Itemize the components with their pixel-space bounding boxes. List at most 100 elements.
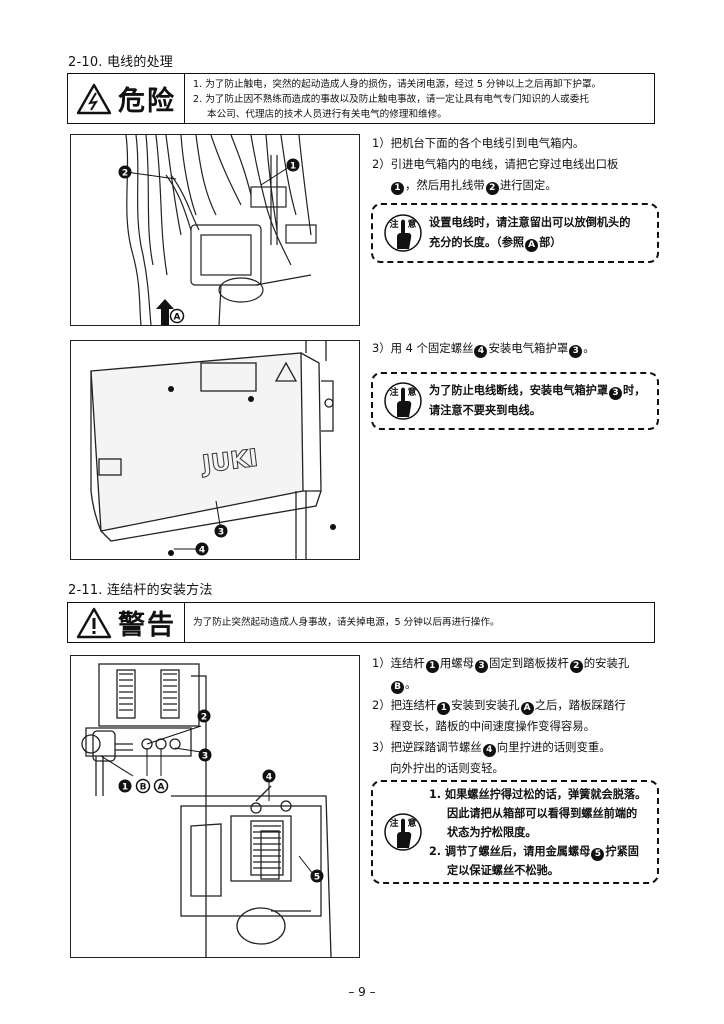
danger-label: 危险 [118, 86, 176, 117]
figure-connecting-rod: 2 3 1 B A 4 5 [70, 655, 360, 958]
step-2-text-b: ，然后用扎线带 [405, 178, 485, 192]
fig1-callout-2: 2 [122, 169, 128, 179]
marker-B: B [391, 681, 404, 694]
marker-1: 1 [391, 182, 404, 195]
s211-3a: 3）把逆踩踏调节螺丝 [372, 740, 482, 754]
caution-3-line-1: 1. 如果螺丝拧得过松的话，弹簧就会脱落。 [429, 787, 647, 801]
caution-3-text: 1. 如果螺丝拧得过松的话，弹簧就会脱落。 因此请把从箱部可以看得到螺丝前端的 … [429, 785, 646, 880]
marker-1: 1 [425, 660, 439, 673]
caution-1-line-2-a: 充分的长度。（参照 [429, 236, 525, 249]
svg-text:注: 注 [389, 218, 398, 230]
s211-1a: 1）连结杆 [372, 656, 425, 670]
step-2-text-c: 进行固定。 [499, 178, 557, 192]
danger-text: 1. 为了防止触电，突然的起动造成人身的损伤，请关闭电源，经过 5 分钟以上之后… [185, 74, 609, 123]
marker-4: 4 [474, 345, 488, 358]
fig2-callout-4: 4 [199, 546, 205, 556]
s211-1d: 的安装孔 [583, 656, 630, 670]
caution-2-line-1-b: 时， [623, 384, 646, 397]
marker-5: 5 [591, 847, 605, 861]
danger-label-block: 危险 [68, 74, 185, 123]
wiring-illustration: 2 1 A [118, 135, 317, 325]
caution-3-line-5: 定以保证螺丝不松驰。 [447, 863, 559, 877]
caution-hand-icon: 注 意 [384, 214, 422, 252]
caution-3-line-4-a: 2. 调节了螺丝后，请用金属螺母 [429, 844, 591, 858]
marker-3: 3 [475, 660, 488, 673]
fig3-callout-5: 5 [314, 873, 320, 883]
s211-2a: 2）把连结杆 [372, 698, 437, 712]
warning-label-block: 警告 [68, 603, 185, 642]
fig3-callout-2: 2 [201, 713, 207, 723]
marker-A: A [520, 702, 534, 715]
fig2-callout-3: 3 [218, 528, 224, 538]
marker-4: 4 [482, 744, 496, 757]
s211-1e: 。 [405, 677, 417, 691]
s211-1b: 用螺母 [439, 656, 474, 670]
warning-label: 警告 [118, 610, 176, 641]
marker-3: 3 [569, 345, 583, 358]
caution-2-line-2: 请注意不要夹到电线。 [429, 404, 541, 417]
svg-text:注: 注 [389, 817, 398, 829]
caution-1-line-1: 设置电线时，请注意留出可以放倒机头的 [429, 216, 631, 229]
electrical-box-illustration: JUKI 3 4 [90, 341, 336, 559]
step-3-text-a: 3）用 4 个固定螺丝 [372, 341, 474, 355]
s211-2c: 之后，踏板踩踏行 [534, 698, 626, 712]
svg-text:意: 意 [407, 218, 416, 230]
caution-2-line-1-a: 为了防止电线断线，安装电气箱护罩 [429, 384, 609, 397]
fig3-callout-3: 3 [202, 752, 208, 762]
danger-line-1: 1. 为了防止触电，突然的起动造成人身的损伤，请关闭电源，经过 5 分钟以上之后… [193, 79, 602, 90]
caution-3-line-4-b: 拧紧固 [605, 844, 639, 858]
page-number: – 9 – [348, 985, 376, 999]
fig1-callout-A: A [174, 313, 181, 323]
figure-electrical-box: JUKI 3 4 [70, 340, 360, 560]
danger-box: 危险 1. 为了防止触电，突然的起动造成人身的损伤，请关闭电源，经过 5 分钟以… [67, 73, 655, 124]
section-title-2-11: 2-11. 连结杆的安装方法 [68, 583, 213, 598]
caution-hand-icon: 注 意 [384, 813, 422, 851]
fig1-callout-1: 1 [290, 162, 296, 172]
steps-2-10-a: 1）把机台下面的各个电线引到电气箱内。 2）引进电气箱内的电线，请把它穿过电线出… [372, 133, 662, 196]
step-2-line-1: 2）引进电气箱内的电线，请把它穿过电线出口板 [372, 157, 619, 171]
caution-3-line-3: 状态为拧松限度。 [447, 825, 537, 839]
warning-box: 警告 为了防止突然起动造成人身事故，请关掉电源，5 分钟以后再进行操作。 [67, 602, 655, 643]
svg-text:注: 注 [389, 386, 398, 398]
marker-2: 2 [569, 660, 583, 673]
svg-text:意: 意 [407, 817, 416, 829]
fig3-callout-B: B [140, 783, 147, 793]
warning-text: 为了防止突然起动造成人身事故，请关掉电源，5 分钟以后再进行操作。 [193, 617, 500, 628]
figure-wiring: 2 1 A [70, 134, 360, 326]
danger-line-2: 2. 为了防止因不熟练而造成的事故以及防止触电事故，请一定让具有电气专门知识的人… [193, 94, 589, 105]
svg-text:意: 意 [407, 386, 416, 398]
section-title-2-10: 2-10. 电线的处理 [68, 55, 173, 70]
marker-2: 2 [485, 182, 499, 195]
caution-1-line-2-b: 部） [539, 236, 562, 249]
fig3-callout-4: 4 [266, 773, 272, 783]
s211-3b: 向里拧进的话则变重。 [496, 740, 611, 754]
s211-1c: 固定到踏板拨杆 [489, 656, 569, 670]
step-3-text-c: 。 [583, 341, 595, 355]
step-1: 1）把机台下面的各个电线引到电气箱内。 [372, 136, 585, 150]
step-2-11-1-line-2: B。 [372, 674, 662, 695]
marker-3: 3 [609, 387, 623, 400]
step-2-11-3-line-2: 向外拧出的话则变轻。 [390, 761, 504, 775]
step-2-11-2-line-2: 程变长，踏板的中间速度操作变得容易。 [390, 719, 596, 733]
caution-3-line-2: 因此请把从箱部可以看得到螺丝前端的 [447, 806, 638, 820]
fig3-callout-A: A [158, 783, 165, 793]
high-voltage-warning-icon [76, 83, 112, 114]
caution-box-3: 注 意 1. 如果螺丝拧得过松的话，弹簧就会脱落。 因此请把从箱部可以看得到螺丝… [371, 780, 659, 884]
marker-A: A [525, 239, 539, 252]
caution-hand-icon: 注 意 [384, 382, 422, 420]
marker-1: 1 [437, 702, 451, 715]
